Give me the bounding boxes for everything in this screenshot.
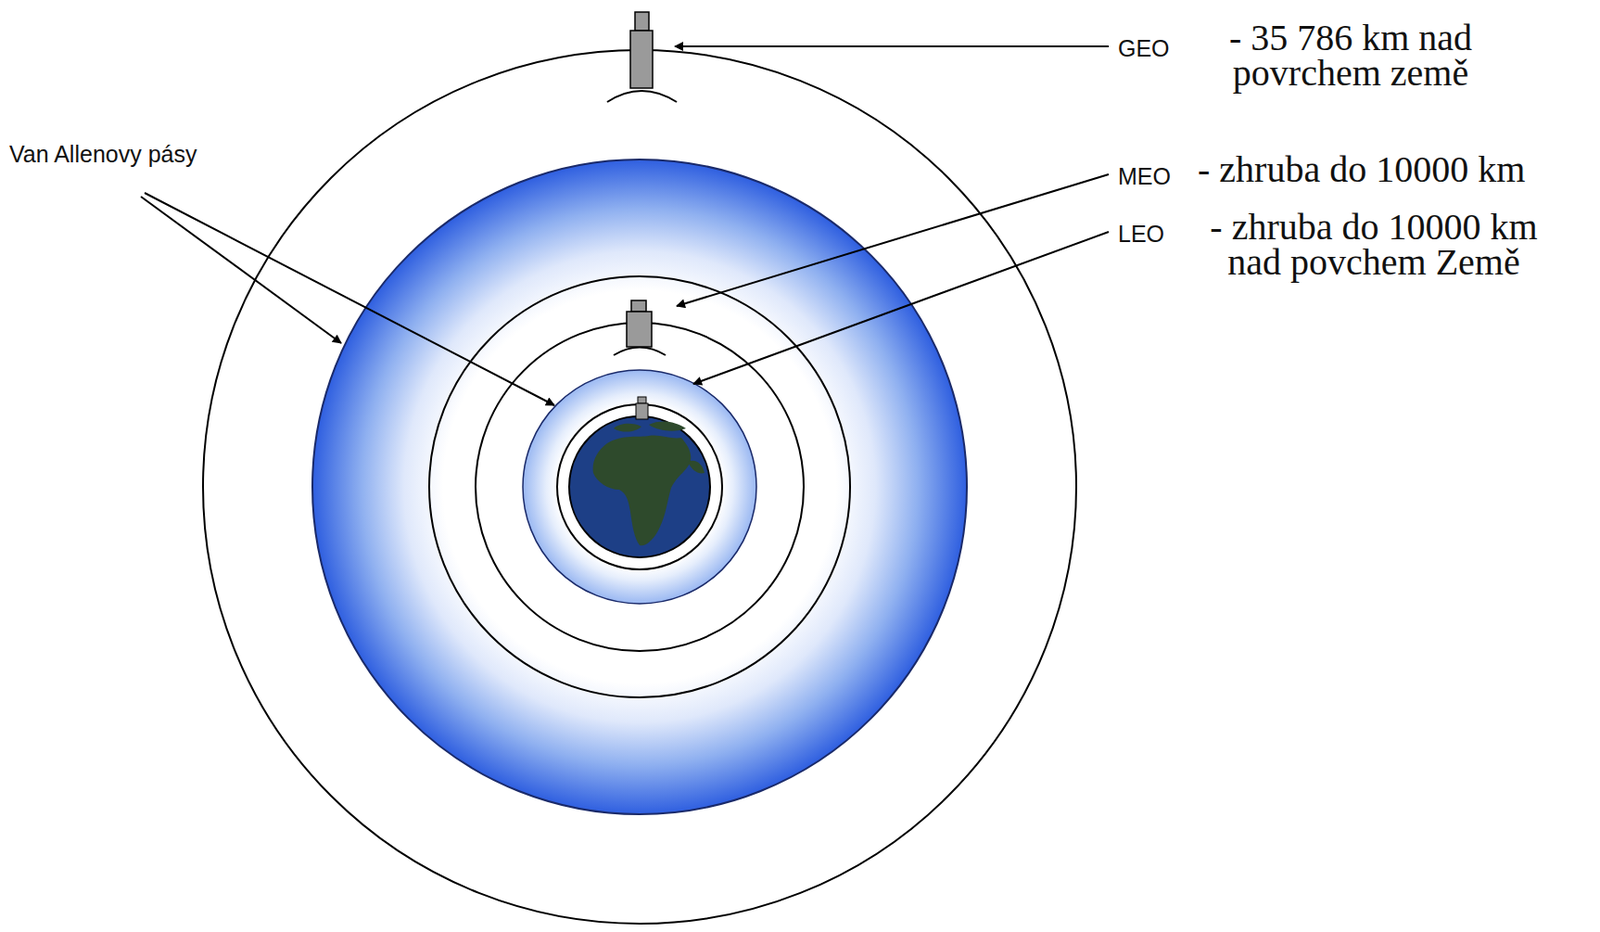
satellite bbox=[631, 300, 647, 312]
satellite-base bbox=[607, 90, 677, 102]
orbit-altitude: - 35 786 km nad povrchem země bbox=[1197, 20, 1504, 91]
van-allen-belt bbox=[522, 369, 757, 604]
satellite bbox=[637, 396, 647, 404]
satellite bbox=[634, 12, 649, 31]
orbit-name: GEO bbox=[1117, 35, 1170, 63]
meo-orbit bbox=[475, 322, 804, 651]
satellite bbox=[635, 403, 648, 420]
leader-arrow bbox=[693, 231, 1109, 384]
satellite bbox=[626, 311, 652, 347]
orbit-ring bbox=[429, 276, 851, 698]
africa bbox=[593, 435, 692, 547]
earth bbox=[569, 416, 711, 558]
leader-arrow bbox=[140, 196, 342, 343]
satellite-base bbox=[613, 347, 666, 356]
orbit-altitude: - zhruba do 10000 km bbox=[1197, 152, 1525, 188]
orbit-name: LEO bbox=[1117, 220, 1165, 248]
van-allen-belt bbox=[312, 159, 967, 814]
leader-arrow bbox=[676, 174, 1109, 306]
leader-arrow bbox=[674, 45, 1109, 48]
orbit-altitude: - zhruba do 10000 km nad povchem Země bbox=[1197, 209, 1550, 280]
leo-orbit bbox=[557, 404, 723, 570]
continent bbox=[613, 421, 705, 474]
orbit-name: MEO bbox=[1117, 163, 1171, 191]
geo-orbit bbox=[203, 50, 1077, 924]
belt-label: Van Allenovy pásy bbox=[9, 140, 197, 168]
leader-arrow bbox=[144, 192, 555, 406]
satellite bbox=[630, 30, 653, 89]
